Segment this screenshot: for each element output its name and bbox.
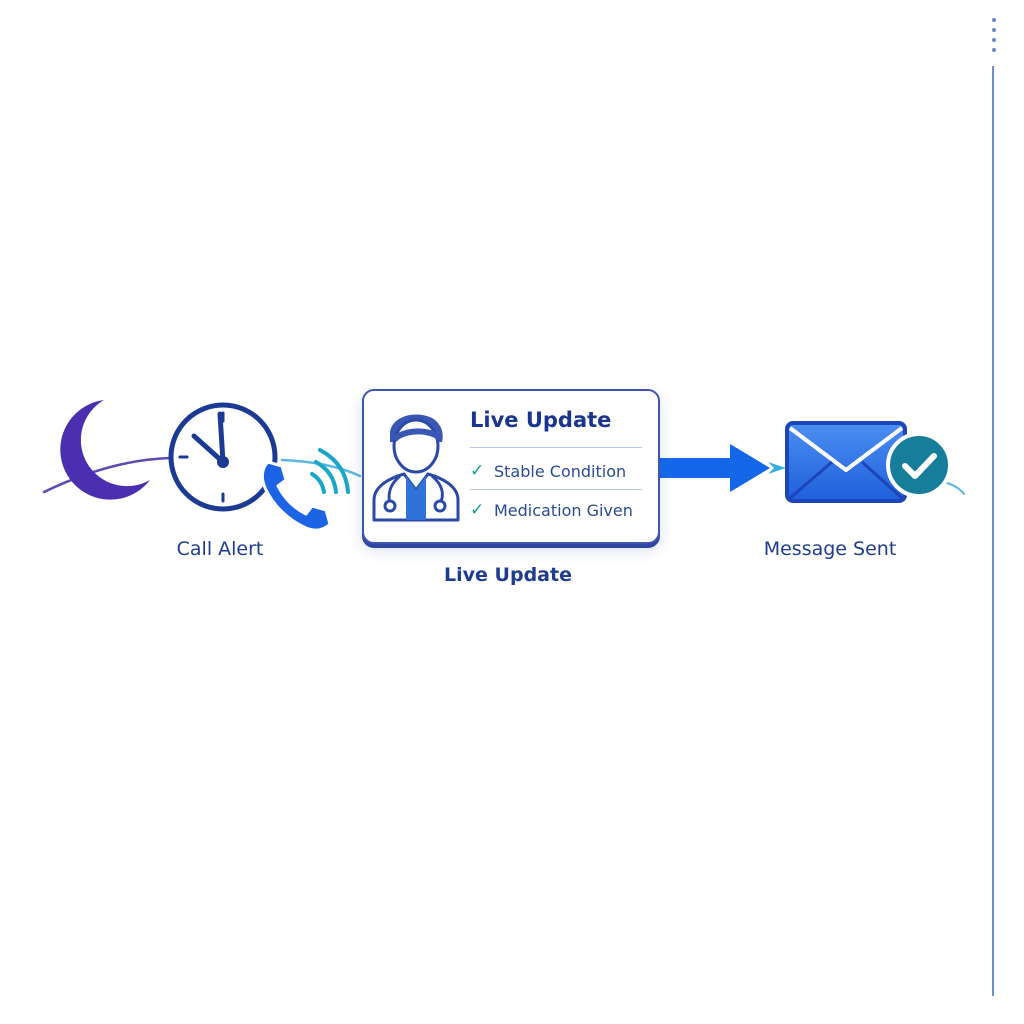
check-circle-icon	[886, 432, 952, 498]
card-item-label: Stable Condition	[494, 461, 627, 481]
moon-icon	[60, 400, 150, 500]
card-item-medication-given: ✓ Medication Given	[470, 499, 650, 521]
phone-ringing-icon[interactable]	[254, 444, 354, 536]
step-label-live-update: Live Update	[444, 564, 572, 586]
checkmark-icon: ✓	[470, 500, 485, 520]
card-divider	[470, 447, 642, 448]
card-item-label: Medication Given	[494, 500, 633, 520]
card-title: Live Update	[470, 408, 612, 432]
doctor-icon	[372, 414, 460, 522]
card-item-stable-condition: ✓ Stable Condition	[470, 460, 650, 482]
card-divider	[470, 489, 642, 490]
vertical-divider	[992, 66, 994, 996]
arrow-right-icon	[660, 444, 770, 492]
clock-icon	[168, 402, 278, 512]
step-label-message-sent: Message Sent	[763, 538, 897, 560]
step-label-call-alert: Call Alert	[176, 538, 264, 560]
menu-dots-icon[interactable]	[990, 18, 998, 62]
arrow-tail-icon	[768, 462, 786, 474]
checkmark-icon: ✓	[470, 461, 485, 481]
